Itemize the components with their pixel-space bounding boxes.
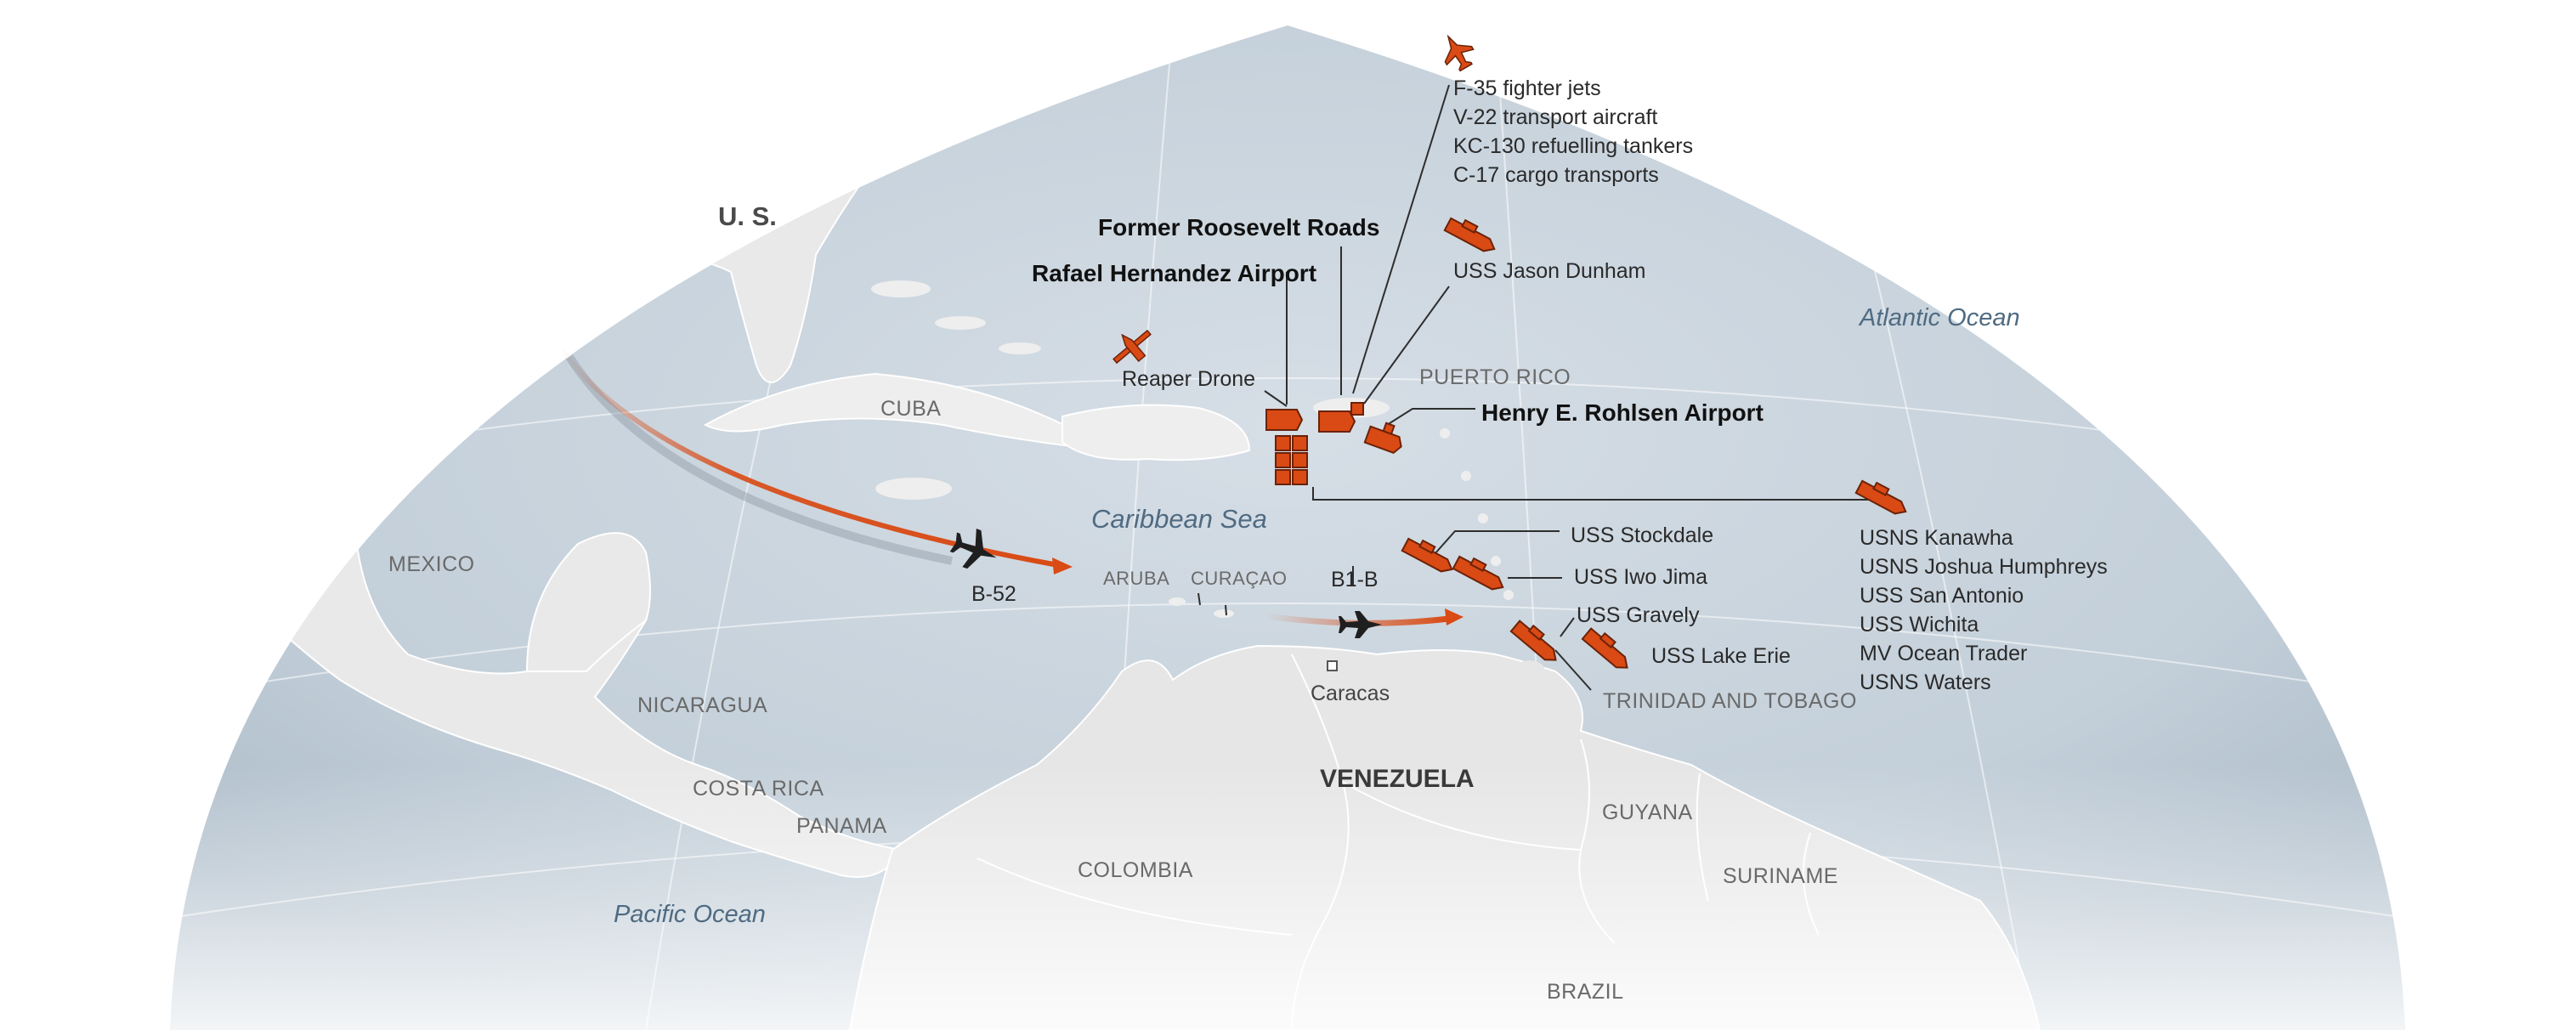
label-curacao: CURAÇAO [1191, 568, 1288, 589]
ground-units-icon [1275, 435, 1308, 485]
ship-group-item: USS San Antonio [1860, 584, 2024, 608]
reaper-drone-icon [1112, 329, 1152, 365]
label-guyana: GUYANA [1602, 801, 1693, 824]
land-aruba [1169, 597, 1186, 606]
land-trinidad [1514, 660, 1545, 682]
b1b-arrowhead [1445, 608, 1464, 625]
airbase-icon-rohlsen [1363, 422, 1402, 455]
b52-arrowhead [1052, 557, 1073, 574]
aircraft-list-item: F-35 fighter jets [1453, 76, 1601, 100]
label-nicaragua: NICARAGUA [637, 693, 767, 717]
b52-bomber-icon [949, 529, 997, 569]
label-rafael-hernandez: Rafael Hernandez Airport [1032, 260, 1316, 286]
ship-group-item: USNS Kanawha [1860, 526, 2013, 550]
land-bahamas [871, 280, 1041, 354]
airbase-icon-rafael [1265, 409, 1304, 431]
land-yucatan [525, 532, 651, 672]
label-brazil: BRAZIL [1547, 980, 1624, 1004]
label-stockdale: USS Stockdale [1571, 523, 1713, 547]
ship-icon-stockdale [1401, 537, 1453, 573]
ship-icon-jason-dunham [1443, 217, 1496, 252]
b52-flight-path-shadow [565, 354, 954, 565]
label-caribbean-sea: Caribbean Sea [1091, 504, 1267, 534]
label-b52: B-52 [971, 582, 1016, 606]
label-b1b: B1-B [1331, 568, 1379, 591]
label-puerto-rico: PUERTO RICO [1419, 365, 1571, 389]
label-caracas: Caracas [1311, 682, 1390, 705]
label-panama: PANAMA [796, 814, 887, 838]
caracas-marker [1327, 660, 1338, 671]
ship-icon-lake-erie [1581, 627, 1628, 669]
label-roosevelt-roads: Former Roosevelt Roads [1098, 214, 1379, 241]
aircraft-list-item: KC-130 refuelling tankers [1453, 134, 1693, 158]
aircraft-list-item: C-17 cargo transports [1453, 163, 1659, 187]
b52-flight-path [558, 347, 1059, 568]
land-hispaniola [1062, 404, 1251, 461]
b1b-bomber-icon [1339, 611, 1382, 638]
ship-icon-group [1854, 479, 1907, 515]
land-curacao [1214, 609, 1234, 618]
airbase-icons [1265, 402, 1402, 455]
ship-group-item: USNS Waters [1860, 671, 1991, 694]
leader-lines [1197, 84, 1870, 691]
label-venezuela: VENEZUELA [1320, 765, 1475, 793]
label-rohlsen-airport: Henry E. Rohlsen Airport [1481, 399, 1764, 426]
label-trinidad: TRINIDAD AND TOBAGO [1603, 689, 1857, 713]
label-lake-erie: USS Lake Erie [1651, 644, 1791, 668]
label-atlantic-ocean: Atlantic Ocean [1858, 304, 2020, 331]
aircraft-list-item: V-22 transport aircraft [1453, 105, 1657, 129]
label-suriname: SURINAME [1723, 864, 1838, 888]
label-jason-dunham: USS Jason Dunham [1453, 259, 1646, 283]
label-gravely: USS Gravely [1577, 603, 1700, 627]
ship-icon-gravely [1509, 620, 1557, 661]
label-mexico: MEXICO [388, 552, 475, 576]
label-costa-rica: COSTA RICA [693, 777, 824, 801]
ship-group-item: MV Ocean Trader [1860, 642, 2027, 665]
ship-group-item: USS Wichita [1860, 613, 1979, 637]
label-cuba: CUBA [880, 397, 941, 421]
ship-group-item: USNS Joshua Humphreys [1860, 555, 2108, 579]
ship-icons [1401, 217, 1907, 669]
label-colombia: COLOMBIA [1078, 858, 1193, 882]
land-jamaica [875, 478, 952, 500]
label-iwo-jima: USS Iwo Jima [1574, 565, 1707, 589]
bottom-fade [170, 765, 2405, 1030]
label-reaper-drone: Reaper Drone [1122, 367, 1255, 391]
label-pacific-ocean: Pacific Ocean [614, 901, 766, 928]
ship-icon-iwo-jima [1452, 555, 1504, 591]
label-aruba: ARUBA [1103, 568, 1169, 589]
fighter-jet-icon [1444, 34, 1475, 72]
airbase-icon-roosevelt [1318, 402, 1364, 433]
label-us: U. S. [718, 201, 777, 231]
